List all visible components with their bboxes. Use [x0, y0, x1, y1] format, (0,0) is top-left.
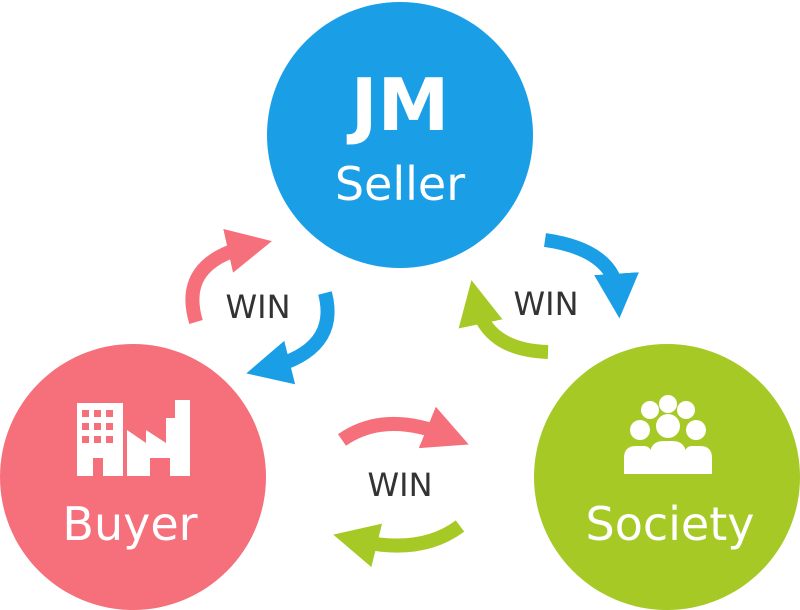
society-circle [534, 344, 800, 610]
seller-logo: JM [346, 63, 449, 147]
seller-to-society-arrow [543, 233, 639, 319]
seller-circle [267, 2, 533, 268]
factory-icon [77, 400, 190, 476]
seller-to-buyer-arrow [246, 291, 335, 385]
buyer-society-win-label: WIN [367, 466, 432, 504]
society-label: Society [586, 497, 755, 551]
buyer-to-society-arrow [337, 406, 469, 449]
society-node: Society [534, 344, 800, 610]
seller-node: JM Seller [267, 2, 533, 268]
buyer-label: Buyer [62, 497, 197, 551]
society-to-seller-arrow [458, 280, 549, 359]
seller-label: Seller [335, 157, 465, 211]
buyer-society-exchange: WIN [333, 406, 469, 568]
society-to-buyer-arrow [333, 520, 465, 568]
buyer-node: Buyer [0, 344, 266, 610]
seller-society-win-label: WIN [513, 285, 578, 323]
buyer-to-seller-arrow [185, 229, 272, 325]
seller-buyer-exchange: WIN [185, 229, 335, 385]
seller-buyer-win-label: WIN [225, 288, 290, 326]
buyer-circle [0, 344, 266, 610]
people-group-icon [624, 395, 712, 474]
seller-society-exchange: WIN [458, 233, 639, 359]
